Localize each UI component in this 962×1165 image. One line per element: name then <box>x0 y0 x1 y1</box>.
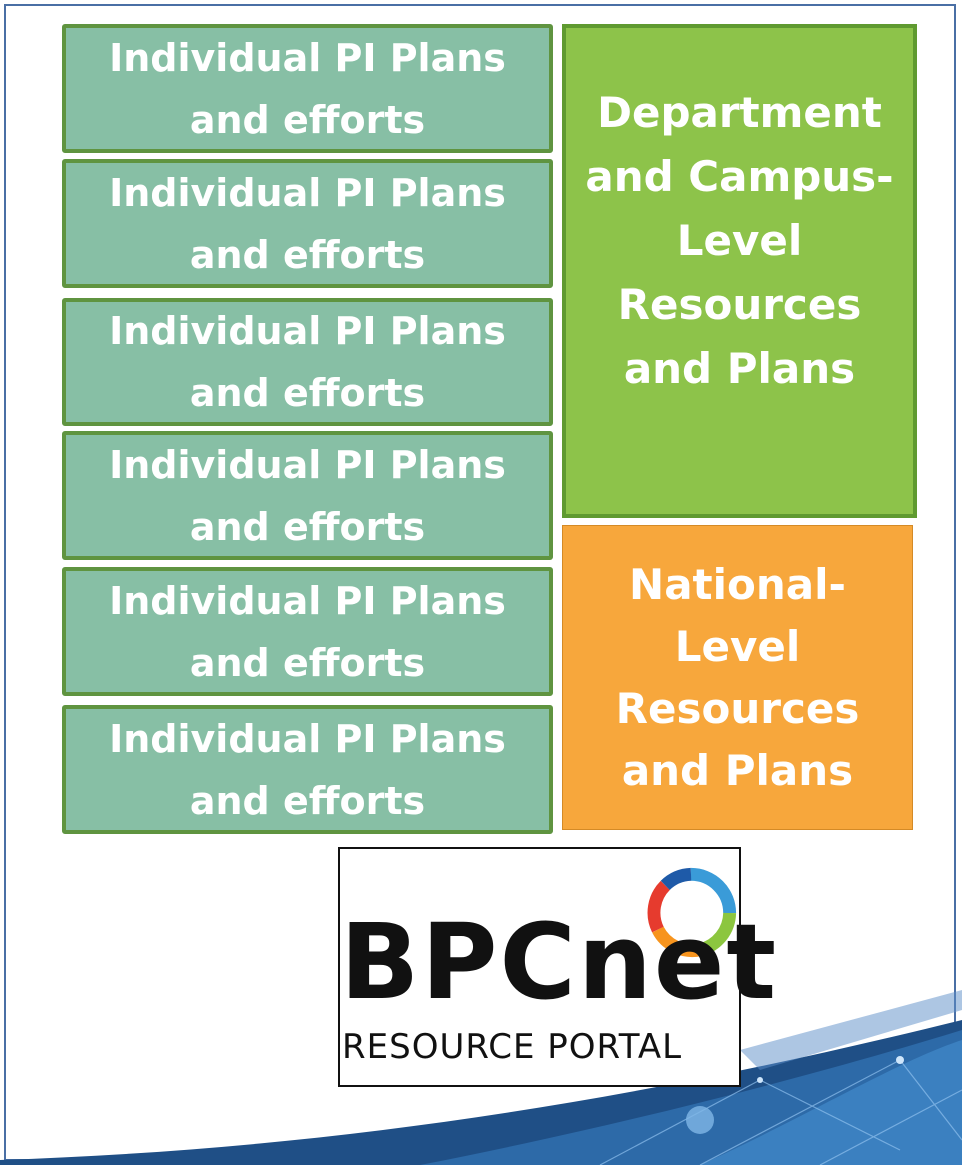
department-campus-label: Department and Campus- Level Resources a… <box>585 88 894 393</box>
network-node <box>757 1077 763 1083</box>
pi-plan-box-6: Individual PI Plans and efforts <box>62 705 553 834</box>
pi-plan-label: Individual PI Plans and efforts <box>109 35 506 142</box>
bpcnet-logo: BPCnet RESOURCE PORTAL <box>338 847 779 1087</box>
pi-plan-box-4: Individual PI Plans and efforts <box>62 431 553 560</box>
pi-plan-label: Individual PI Plans and efforts <box>109 170 506 277</box>
national-level-box: National- Level Resources and Plans <box>562 525 913 830</box>
pi-plan-label: Individual PI Plans and efforts <box>109 442 506 549</box>
logo-ring-icon <box>647 867 737 958</box>
pi-plan-box-1: Individual PI Plans and efforts <box>62 24 553 153</box>
pi-plan-box-5: Individual PI Plans and efforts <box>62 567 553 696</box>
logo-title: BPCnet <box>340 901 779 1023</box>
network-node <box>896 1056 904 1064</box>
department-campus-box: Department and Campus- Level Resources a… <box>562 24 917 518</box>
pi-plan-label: Individual PI Plans and efforts <box>109 716 506 823</box>
pi-plan-label: Individual PI Plans and efforts <box>109 309 506 415</box>
network-node <box>686 1106 714 1134</box>
national-level-label: National- Level Resources and Plans <box>615 559 860 795</box>
logo-subtitle: RESOURCE PORTAL <box>342 1027 683 1067</box>
pi-plan-box-2: Individual PI Plans and efforts <box>62 159 553 288</box>
pi-plan-box-3: Individual PI Plans and efforts <box>62 298 553 426</box>
pi-plan-label: Individual PI Plans and efforts <box>109 578 506 685</box>
